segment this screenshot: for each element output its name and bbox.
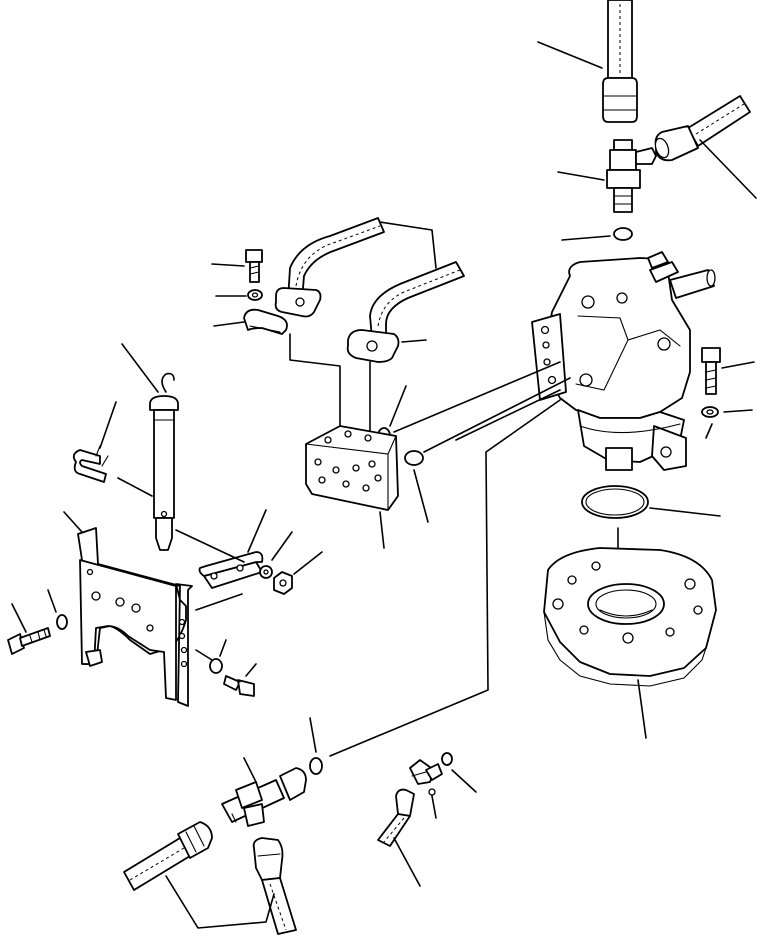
leader-line	[561, 235, 611, 241]
bolt-right	[701, 347, 721, 395]
leader-line	[649, 507, 721, 517]
leader-line	[637, 679, 647, 739]
tee-fitting-top	[606, 139, 657, 213]
o-ring-lower	[309, 757, 323, 775]
hydraulic-motor-valve	[531, 251, 716, 471]
o-ring-top	[613, 227, 633, 241]
tube-line-long	[393, 361, 561, 433]
leader-line	[247, 509, 267, 553]
tube-line-long	[329, 399, 561, 757]
bolt-left	[7, 627, 51, 655]
leader-line	[219, 639, 227, 657]
tube-line-long	[455, 389, 561, 441]
leader-line	[243, 757, 257, 783]
leader-line	[213, 321, 245, 327]
leader-line	[431, 795, 437, 819]
leader-line	[271, 531, 293, 561]
leader-line	[557, 171, 605, 181]
leader-line	[99, 401, 117, 449]
leader-line	[245, 663, 257, 677]
bolt-top-left	[245, 249, 263, 283]
leader-line	[721, 361, 755, 369]
leader-line	[165, 875, 275, 929]
elbow-fitting-lower	[409, 759, 443, 796]
gas-spring	[149, 372, 179, 551]
leader-line	[121, 343, 159, 393]
leader-line	[289, 333, 341, 431]
leader-line	[63, 511, 83, 533]
hose-pair-lower	[123, 821, 297, 935]
tee-fitting-lower	[221, 767, 307, 827]
leader-line	[379, 511, 385, 549]
leader-line	[195, 593, 243, 611]
clamp-plate	[198, 551, 264, 589]
leader-line	[723, 409, 753, 413]
leader-line	[699, 139, 757, 199]
leader-line	[309, 717, 317, 753]
washer-bracket	[209, 658, 223, 674]
hose-upper-right-angled	[654, 95, 751, 162]
manifold-block	[305, 425, 399, 511]
hose-upper-right-vertical	[602, 0, 638, 123]
o-ring-block	[404, 450, 424, 466]
hose-pair-middle	[274, 217, 465, 363]
split-flange	[243, 308, 288, 335]
washer-left	[56, 614, 68, 630]
mounting-bracket	[77, 527, 193, 707]
motor-housing-flange	[543, 547, 717, 687]
leader-line	[117, 477, 153, 497]
leader-line	[47, 589, 57, 613]
tube-line-long	[423, 377, 571, 453]
bolt-bracket	[223, 675, 255, 697]
leader-line	[211, 263, 245, 267]
leader-line	[537, 41, 603, 69]
leader-line	[195, 649, 213, 661]
leader-line	[705, 423, 713, 439]
o-ring-large	[581, 485, 649, 519]
hose-lower-right	[377, 788, 415, 847]
leader-line	[11, 603, 27, 633]
leader-line	[413, 469, 429, 523]
leader-line	[393, 837, 421, 887]
nut	[273, 571, 293, 595]
leader-line	[451, 769, 477, 793]
leader-line	[175, 529, 245, 563]
leader-line	[293, 551, 323, 575]
u-bolt	[72, 445, 109, 483]
o-ring-small-lower	[441, 752, 453, 766]
leader-line	[379, 221, 437, 269]
leader-line	[401, 339, 427, 343]
leader-line	[389, 385, 407, 427]
